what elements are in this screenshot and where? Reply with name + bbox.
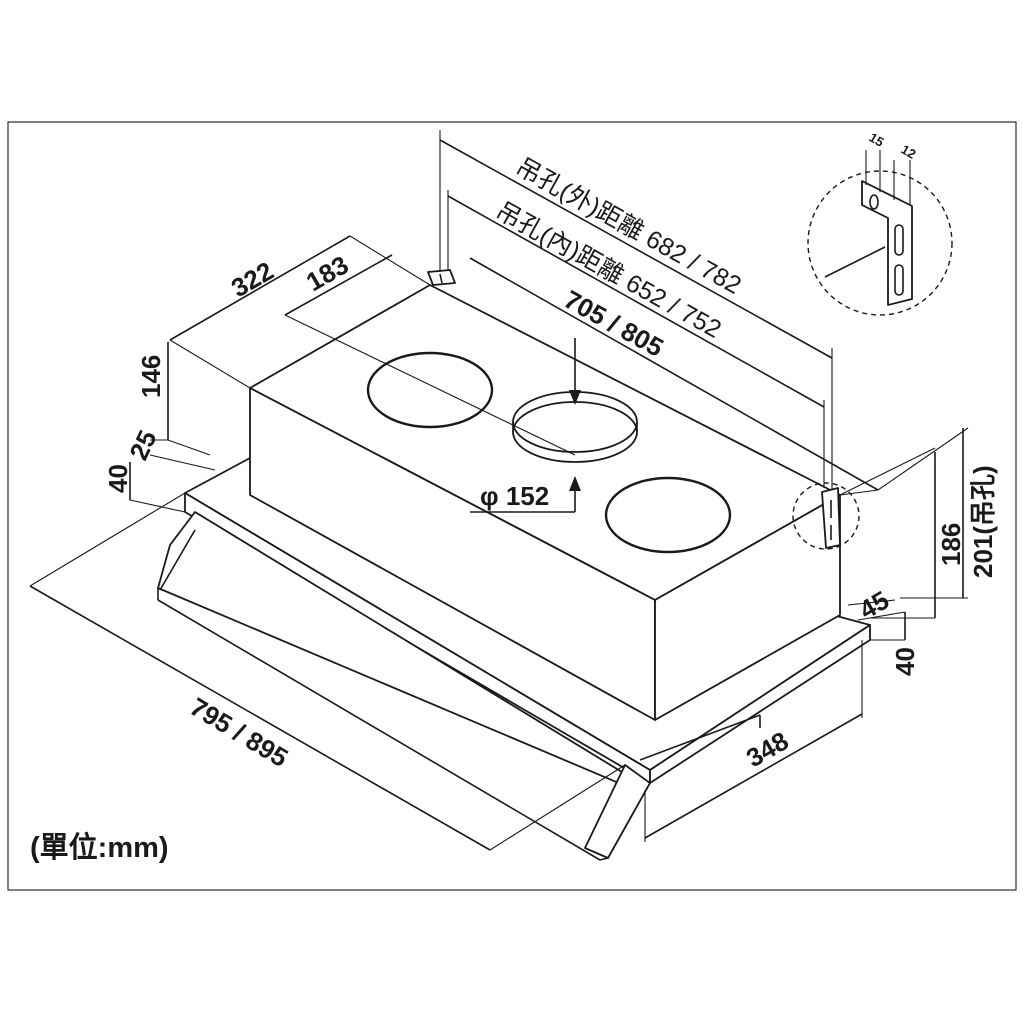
dim-40-left: 40 — [103, 464, 133, 493]
dimension-lines — [29, 130, 969, 851]
detail-callout-circle — [792, 482, 860, 550]
dim-183: 183 — [301, 250, 354, 298]
bracket-detail-inset — [807, 150, 953, 316]
dim-25: 25 — [123, 426, 162, 465]
dim-phi-152: φ 152 — [480, 481, 549, 511]
hanging-bracket-right — [821, 487, 841, 549]
dim-795-895: 795 / 895 — [185, 691, 293, 773]
left-opening — [366, 351, 494, 429]
dim-40-right: 40 — [890, 647, 920, 676]
dim-12: 12 — [899, 142, 919, 162]
dim-201: 201(吊孔) — [968, 465, 998, 578]
right-opening — [604, 476, 732, 554]
drawing-frame — [7, 121, 1017, 891]
dim-186: 186 — [936, 523, 966, 566]
dim-348: 348 — [741, 726, 794, 774]
unit-label: (單位:mm) — [30, 830, 169, 864]
dim-146: 146 — [136, 355, 166, 398]
hanging-bracket-left — [427, 269, 456, 286]
dim-15: 15 — [867, 130, 887, 150]
dim-322: 322 — [226, 256, 279, 304]
